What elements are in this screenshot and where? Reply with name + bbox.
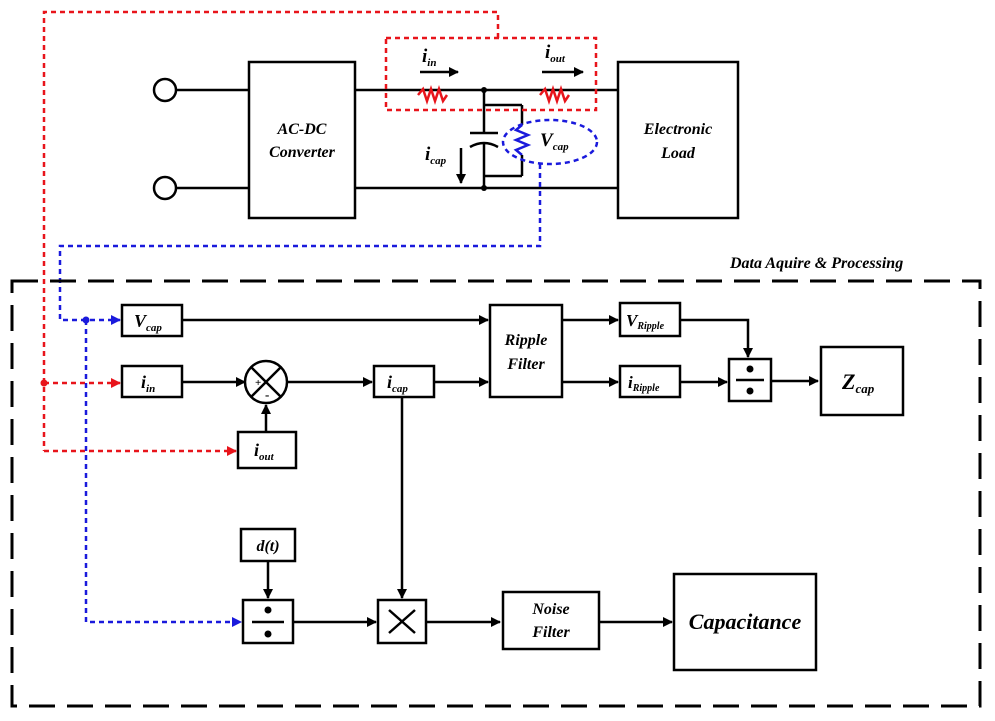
load-label-2: Load [660, 145, 696, 162]
electronic-load-block [616, 60, 740, 220]
vripple-block-label: VRipple [626, 311, 665, 332]
processing-title: Data Aquire & Processing [729, 255, 903, 272]
processing-section: Data Aquire & Processing Vcap iin + - io… [10, 255, 982, 708]
input-terminal-bottom [152, 175, 178, 201]
zcap-block-label: Zcap [841, 369, 875, 396]
output-shunt-resistor [539, 85, 571, 105]
vcap-block [120, 303, 184, 338]
current-sense-region [384, 36, 598, 112]
converter-label-2: Converter [269, 144, 336, 161]
vcap-block-label: Vcap [134, 311, 162, 334]
iout-block-label: iout [254, 440, 275, 463]
current-sense-wire-trunk [42, 10, 500, 451]
noise-filter-label-2: Filter [531, 624, 570, 641]
noise-filter-label-1: Noise [531, 601, 569, 618]
voltage-sense-wire-trunk [58, 164, 542, 325]
v-cap-label: Vcap [540, 130, 569, 153]
converter-label-1: AC-DC [277, 121, 327, 138]
power-circuit: AC-DC Converter iin iout icap Vcap [152, 36, 740, 220]
i-in-label: iin [422, 46, 436, 69]
iripple-block [618, 364, 682, 399]
sum-minus-sign: - [265, 387, 269, 402]
input-shunt-resistor [417, 85, 449, 105]
i-cap-label: icap [425, 144, 447, 167]
capacitance-label: Capacitance [689, 609, 802, 634]
load-label-1: Electronic [643, 121, 712, 138]
input-terminal-top [152, 77, 178, 103]
sum-plus-sign: + [255, 377, 261, 389]
processing-boundary [10, 279, 982, 708]
voltage-sense-wire-divider [84, 320, 242, 627]
icap-block-label: icap [387, 372, 408, 395]
ripple-filter-label-2: Filter [506, 356, 545, 373]
noise-filter-block [501, 590, 601, 651]
v-cap-measure-ellipse [501, 118, 599, 166]
ac-dc-converter-block [247, 60, 357, 220]
duty-cycle-label: d(t) [256, 538, 279, 555]
iin-block-label: iin [141, 372, 155, 395]
iout-block [236, 430, 298, 470]
iin-block [120, 364, 184, 399]
iripple-block-label: iRipple [628, 373, 660, 394]
zcap-block [819, 345, 905, 417]
capacitance-block [672, 572, 818, 672]
capacitor-esr-resistor [512, 124, 532, 156]
i-out-label: iout [545, 42, 566, 65]
ripple-filter-block [488, 303, 564, 399]
duty-cycle-block [239, 527, 297, 563]
ripple-filter-label-1: Ripple [504, 332, 548, 349]
